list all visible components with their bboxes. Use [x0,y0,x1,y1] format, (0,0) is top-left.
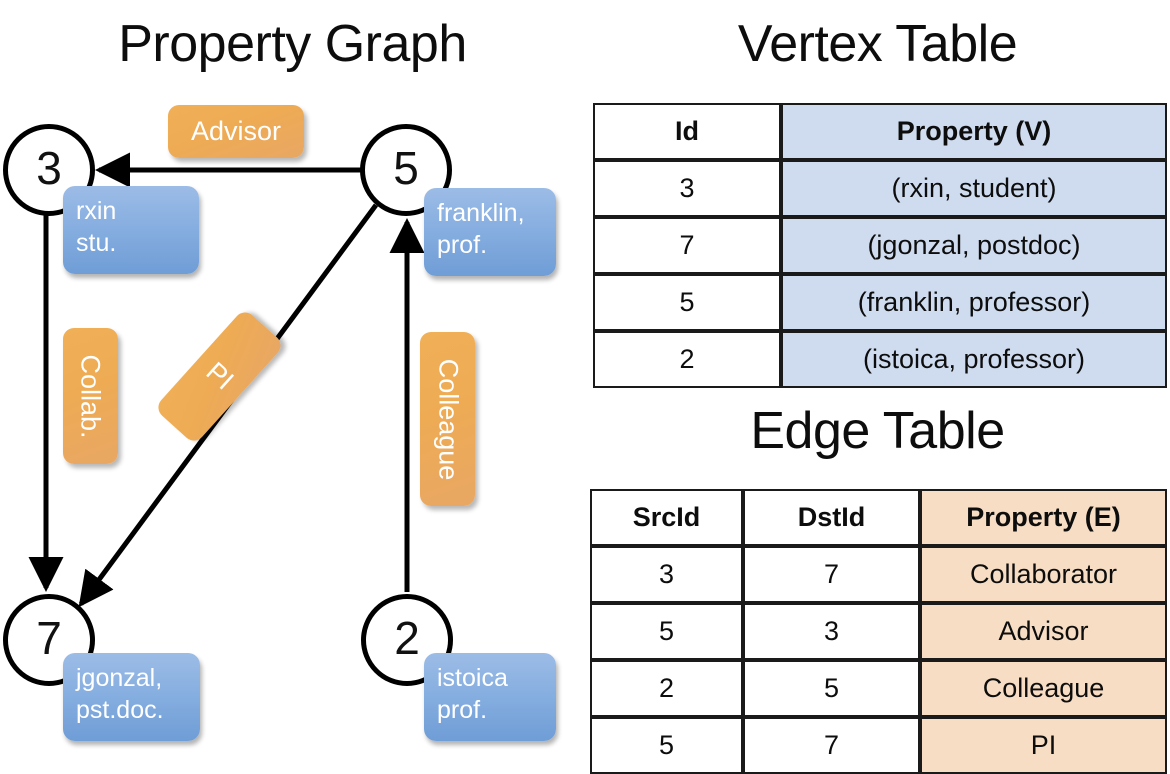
node-property-line-2: stu. [76,229,117,257]
edge-label-box-colleague[interactable]: Colleague [420,332,475,506]
graph-node-5-label: 5 [393,142,419,194]
edge-table: SrcId DstId Property (E) 3 7 Collaborato… [590,489,1167,774]
vertex-cell-id: 5 [593,274,781,331]
table-row[interactable]: 5 (franklin, professor) [593,274,1167,331]
edge-cell-property: Collaborator [920,546,1167,603]
page-title-vertex-table: Vertex Table [737,15,1018,73]
node-property-line-1: rxin [76,197,117,225]
edge-cell-dstid: 7 [743,717,920,774]
edge-label-box-collab[interactable]: Collab. [63,328,118,464]
table-header-row: Id Property (V) [593,103,1167,160]
node-property-box-franklin[interactable]: franklin, prof. [424,188,556,276]
edge-cell-property: Colleague [920,660,1167,717]
edge-cell-dstid: 5 [743,660,920,717]
vertex-cell-id: 3 [593,160,781,217]
graph-node-3-label: 3 [36,142,62,194]
edge-header-dstid: DstId [743,489,920,546]
table-header-row: SrcId DstId Property (E) [590,489,1167,546]
edge-cell-property: Advisor [920,603,1167,660]
table-row[interactable]: 3 (rxin, student) [593,160,1167,217]
edge-label-text-colleague: Colleague [433,358,463,480]
edge-label-text-advisor: Advisor [190,116,282,146]
edge-cell-srcid: 5 [590,717,743,774]
edge-cell-dstid: 7 [743,546,920,603]
node-property-line-2: prof. [437,696,488,724]
vertex-cell-property: (rxin, student) [781,160,1167,217]
vertex-cell-id: 2 [593,331,781,388]
edge-header-property: Property (E) [920,489,1167,546]
node-property-line-2: prof. [437,231,488,259]
vertex-cell-property: (istoica, professor) [781,331,1167,388]
node-property-line-1: franklin, [437,199,525,227]
edge-cell-dstid: 3 [743,603,920,660]
page-title-property-graph: Property Graph [118,15,467,73]
graph-node-2-label: 2 [394,612,420,664]
table-row[interactable]: 2 5 Colleague [590,660,1167,717]
table-row[interactable]: 3 7 Collaborator [590,546,1167,603]
edge-label-text-collab: Collab. [76,353,107,439]
property-graph-panel: Property Graph 3 5 7 2 rxin stu. frankli… [0,0,585,760]
vertex-cell-property: (franklin, professor) [781,274,1167,331]
edge-cell-srcid: 3 [590,546,743,603]
vertex-cell-property: (jgonzal, postdoc) [781,217,1167,274]
edge-cell-srcid: 5 [590,603,743,660]
table-row[interactable]: 7 (jgonzal, postdoc) [593,217,1167,274]
vertex-header-id: Id [593,103,781,160]
edge-label-text-pi: PI [200,356,240,396]
page-title-edge-table: Edge Table [750,402,1005,460]
edge-label-box-advisor[interactable]: Advisor [168,105,304,158]
edge-cell-srcid: 2 [590,660,743,717]
graph-node-5[interactable]: 5 [360,124,452,216]
table-row[interactable]: 5 3 Advisor [590,603,1167,660]
node-property-box-rxin[interactable]: rxin stu. [63,186,199,274]
node-property-box-jgonzal[interactable]: jgonzal, pst.doc. [63,653,200,741]
node-property-line-2: pst.doc. [76,696,164,724]
edge-cell-property: PI [920,717,1167,774]
vertex-cell-id: 7 [593,217,781,274]
table-row[interactable]: 2 (istoica, professor) [593,331,1167,388]
table-row[interactable]: 5 7 PI [590,717,1167,774]
node-property-box-istoica[interactable]: istoica prof. [424,653,556,741]
node-property-line-1: istoica [437,664,508,692]
edge-header-srcid: SrcId [590,489,743,546]
graph-node-7-label: 7 [36,612,62,664]
graph-node-2[interactable]: 2 [361,594,453,686]
vertex-header-property: Property (V) [781,103,1167,160]
node-property-line-1: jgonzal, [76,664,163,692]
vertex-table: Id Property (V) 3 (rxin, student) 7 (jgo… [593,103,1167,388]
